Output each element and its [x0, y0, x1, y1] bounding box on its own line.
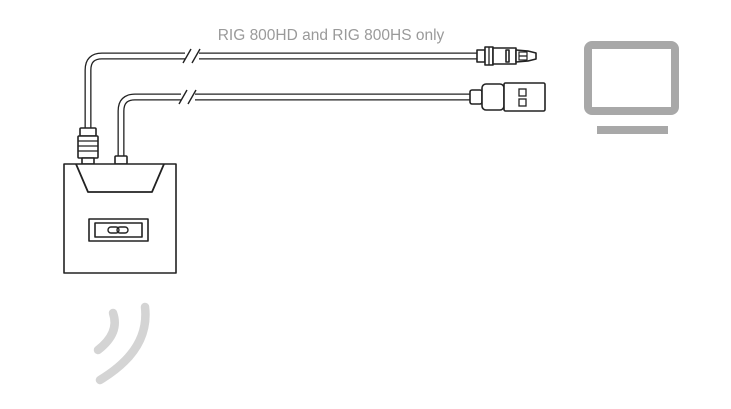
monitor-icon: [584, 41, 679, 134]
usb-cable: [117, 89, 472, 160]
link-icon: [107, 226, 129, 234]
optical-cable: [84, 48, 478, 131]
base-station-icon: [63, 163, 177, 274]
optical-plug-base: [77, 127, 99, 165]
wireless-signal-icon: [93, 302, 150, 385]
optical-toslink-plug-icon: [476, 46, 537, 66]
usb-plug-base: [114, 155, 128, 165]
usb-a-plug-icon: [469, 82, 546, 112]
cable-label: RIG 800HD and RIG 800HS only: [218, 27, 445, 44]
